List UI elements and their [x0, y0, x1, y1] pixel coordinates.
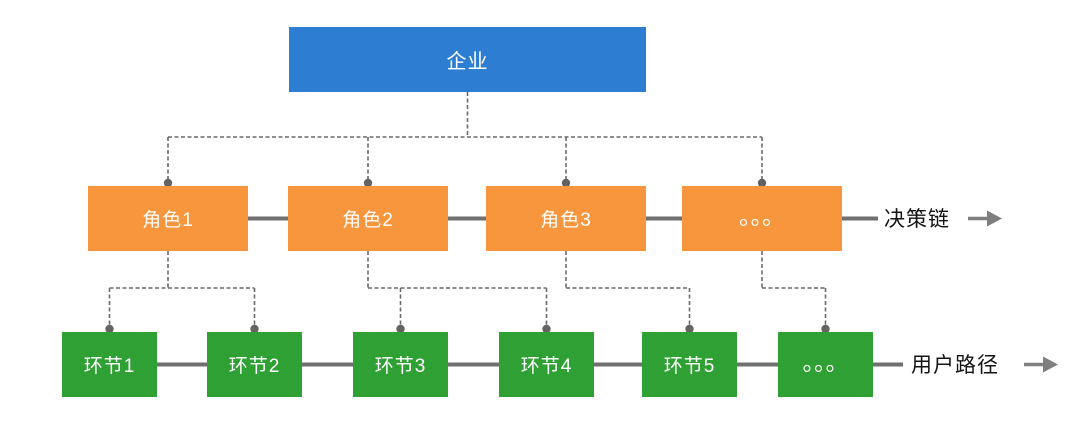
node-step-ellipsis: 。。。	[778, 332, 873, 397]
role-ellipsis-text: 。。。	[739, 202, 785, 229]
node-role-ellipsis: 。。。	[682, 186, 842, 251]
connector-endpoint-dots	[105, 178, 830, 334]
node-role-3: 角色3	[486, 186, 646, 251]
roles-to-steps-connectors	[108, 251, 827, 326]
user-path-arrow-icon	[1024, 356, 1058, 373]
step-ellipsis-text: 。。。	[802, 348, 849, 375]
node-step-1: 环节1	[62, 332, 157, 397]
node-step-5: 环节5	[642, 332, 737, 397]
node-step-2: 环节2	[207, 332, 302, 397]
root-to-roles-connectors	[167, 92, 763, 180]
node-role-2: 角色2	[288, 186, 448, 251]
node-enterprise: 企业	[289, 27, 646, 92]
user-path-axis-label: 用户路径	[911, 354, 999, 377]
node-step-3: 环节3	[353, 332, 448, 397]
node-role-1: 角色1	[88, 186, 248, 251]
decision-chain-arrow-icon	[968, 210, 1002, 227]
node-step-4: 环节4	[499, 332, 594, 397]
decision-chain-axis-label: 决策链	[884, 208, 950, 231]
